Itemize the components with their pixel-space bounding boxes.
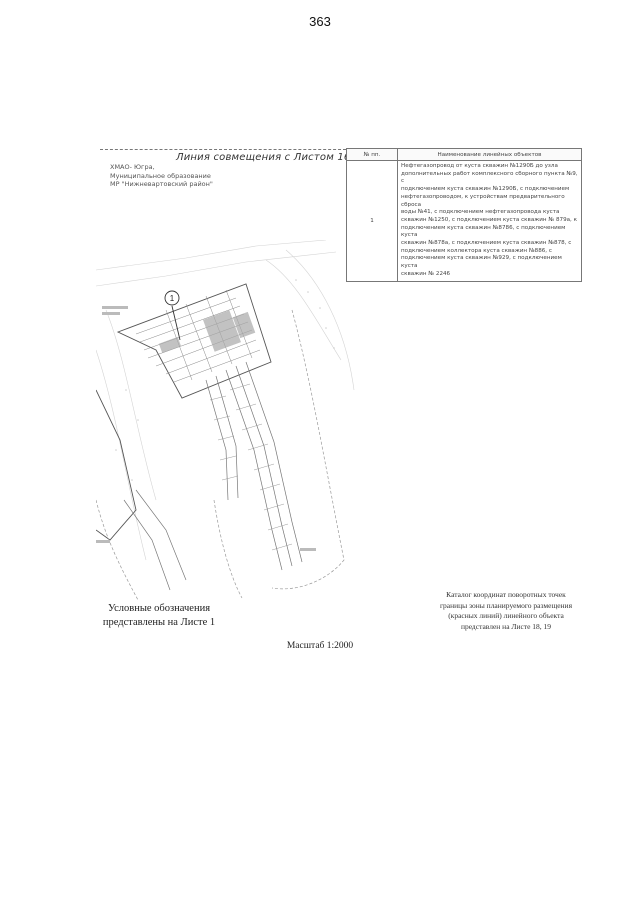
- map-scale: Масштаб 1:2000: [286, 641, 354, 651]
- legend-note-line: представлены на Листе 1: [102, 617, 216, 628]
- map-dots: [115, 279, 335, 481]
- description-line: дополнительных работ комплексного сборно…: [401, 170, 578, 185]
- row-num: 1: [346, 160, 398, 282]
- description-line: нефтегазопроводом, к устройствам предвар…: [401, 193, 565, 208]
- description-line: скважин №878а, с подключением куста сква…: [401, 240, 572, 247]
- catalog-note-line: Каталог координат поворотных точек: [446, 590, 566, 599]
- coordinates-catalog-note: Каталог координат поворотных точек грани…: [410, 590, 602, 632]
- pad-boundary: [96, 283, 272, 541]
- page-number: 363: [309, 14, 331, 29]
- table-header-row: № пп. Наименование линейных объектов: [346, 148, 582, 161]
- description-line: воды №41, с подключением нефтегазопровод…: [401, 209, 560, 216]
- road-edges: [96, 309, 345, 601]
- region-label: ХМАО- Югра, Муниципальное образование МР…: [110, 163, 260, 189]
- facility-fill: [158, 310, 256, 354]
- match-line-title: Линия совмещения с Листом 16: [176, 152, 351, 163]
- linear-objects-table: № пп. Наименование линейных объектов 1 Н…: [346, 148, 582, 282]
- catalog-note-line: (красных линий) линейного объекта: [448, 611, 564, 620]
- header-name: Наименование линейных объектов: [397, 148, 582, 161]
- pipeline-corridor: [123, 361, 303, 591]
- header-num: № пп.: [346, 148, 398, 161]
- region-line: ХМАО- Югра,: [110, 163, 155, 171]
- object-callout: [164, 290, 181, 341]
- description-line: скважин №1250, с подключением куста сква…: [401, 216, 577, 223]
- region-line: Муниципальное образование: [110, 171, 211, 180]
- legend-reference-note: Условные обозначения представлены на Лис…: [94, 602, 224, 630]
- corridor-ticks: [209, 383, 293, 551]
- description-line: подключением коллектора куста скважин №8…: [401, 247, 552, 254]
- terrain-hatching: [96, 240, 355, 561]
- map-annotations: [96, 306, 316, 551]
- description-line: подключением куста скважин №929, с подкл…: [401, 255, 562, 270]
- catalog-note-line: представлен на Листе 18, 19: [460, 621, 552, 631]
- description-line: Нефтегазопровод от куста скважин №1290Б …: [401, 163, 558, 169]
- description-line: подключением куста скважин №1290Б, с под…: [401, 186, 570, 193]
- title-divider: [100, 149, 346, 150]
- description-line: подключением куста скважин №8786, с подк…: [401, 224, 566, 239]
- callout-number: 1: [170, 294, 175, 303]
- site-plan-map: 1: [96, 240, 355, 601]
- table-row: 1 Нефтегазопровод от куста скважин №1290…: [346, 160, 582, 282]
- row-description: Нефтегазопровод от куста скважин №1290Б …: [397, 160, 582, 282]
- catalog-note-line: границы зоны планируемого размещения: [439, 600, 573, 610]
- legend-note-line: Условные обозначения: [107, 603, 211, 614]
- region-line: МР "Нижневартовский район": [110, 180, 213, 188]
- description-line: скважин № 2246: [401, 270, 451, 277]
